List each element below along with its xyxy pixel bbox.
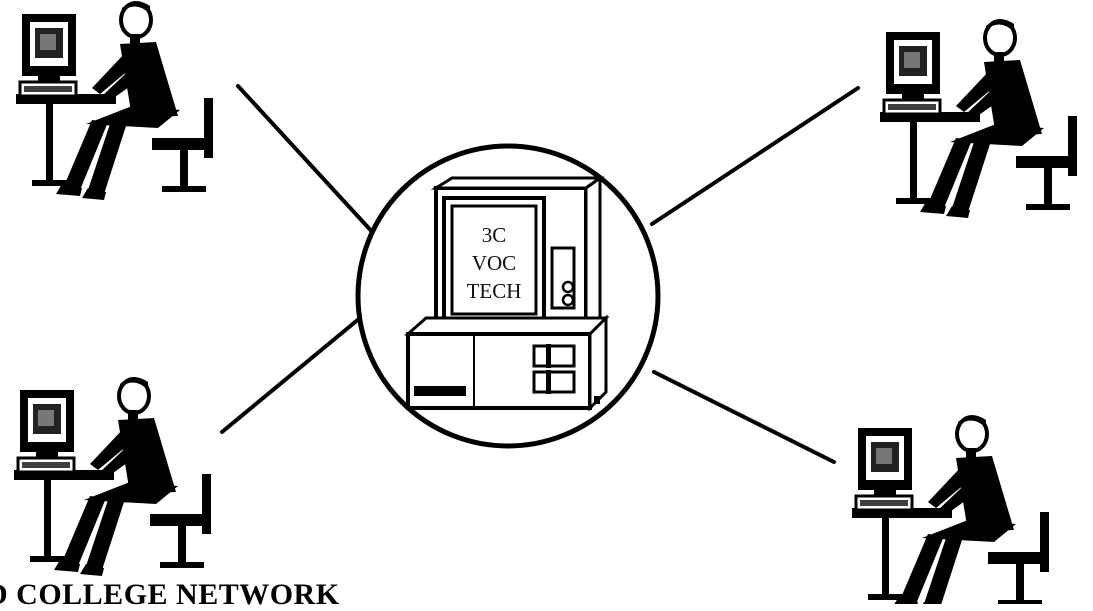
link-bottom-left [220, 316, 362, 434]
diagram-caption: D COLLEGE NETWORK [0, 578, 340, 611]
server-screen-line-2: VOC [472, 251, 516, 275]
user-station-bottom-right [850, 413, 1051, 604]
user-station-top-left [14, 0, 215, 203]
user-station-bottom-left [12, 375, 213, 578]
link-top-right [650, 86, 860, 226]
link-top-left [236, 84, 378, 238]
server-computer: desktop-computer-icon 3C VOC TECH [404, 175, 610, 412]
link-bottom-right [652, 370, 836, 464]
server-screen-line-1: 3C [482, 223, 507, 247]
network-links [220, 84, 860, 464]
server-screen-line-3: TECH [467, 279, 522, 303]
user-station-top-right [878, 17, 1079, 221]
